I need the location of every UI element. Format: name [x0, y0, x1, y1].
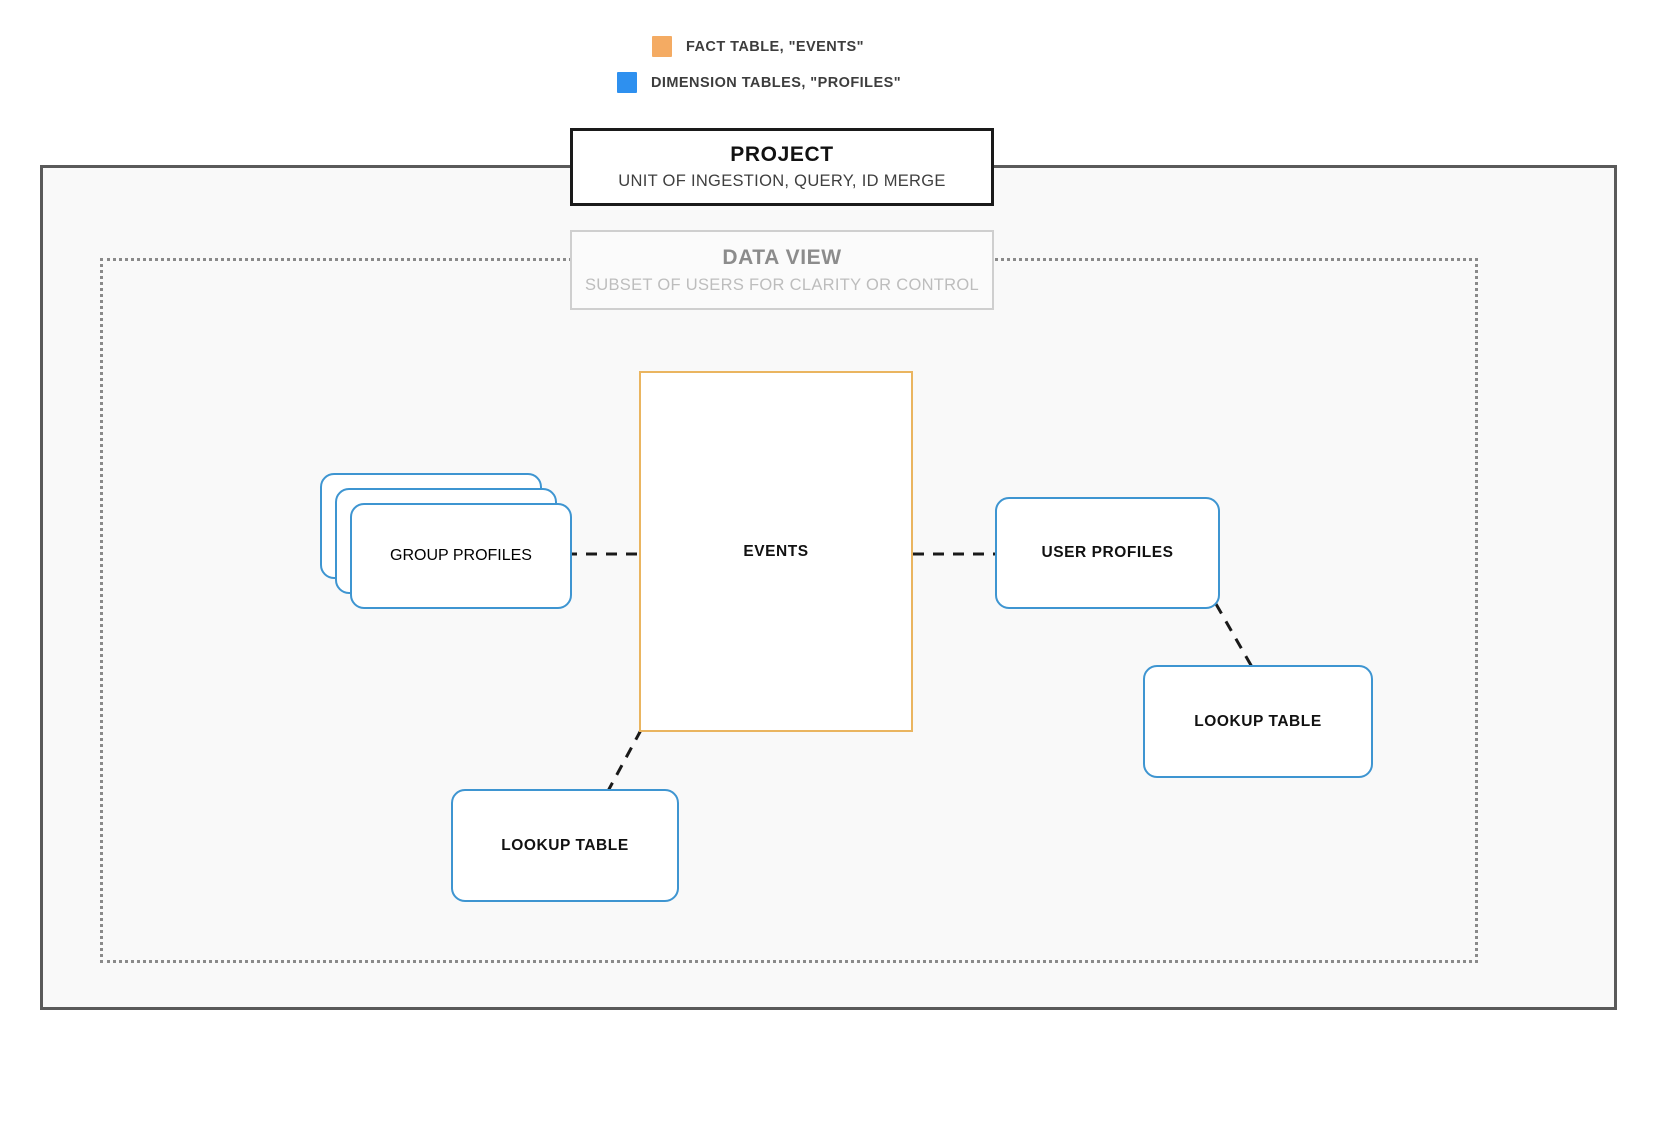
node-lookup-table-right-label: LOOKUP TABLE	[1194, 712, 1322, 730]
legend-item-label: DIMENSION TABLES, "PROFILES"	[651, 74, 902, 91]
stack-card-front: GROUP PROFILES	[350, 503, 572, 609]
node-events[interactable]: EVENTS	[639, 371, 913, 732]
node-lookup-table-right[interactable]: LOOKUP TABLE	[1143, 665, 1373, 778]
data-view-label-box: DATA VIEW SUBSET OF USERS FOR CLARITY OR…	[570, 230, 994, 310]
legend-item-fact-table: FACT TABLE, "EVENTS"	[652, 36, 864, 57]
node-events-label: EVENTS	[743, 542, 809, 560]
legend-item-label: FACT TABLE, "EVENTS"	[686, 38, 864, 55]
project-title: PROJECT	[730, 143, 834, 166]
node-user-profiles[interactable]: USER PROFILES	[995, 497, 1220, 609]
project-label-box: PROJECT UNIT OF INGESTION, QUERY, ID MER…	[570, 128, 994, 206]
node-lookup-table-left-label: LOOKUP TABLE	[501, 836, 629, 854]
square-swatch-icon	[617, 72, 637, 93]
square-swatch-icon	[652, 36, 672, 57]
project-subtitle: UNIT OF INGESTION, QUERY, ID MERGE	[618, 172, 946, 190]
node-user-profiles-label: USER PROFILES	[1041, 544, 1174, 561]
node-group-profiles-label: GROUP PROFILES	[390, 547, 532, 564]
node-group-profiles[interactable]: GROUP PROFILES	[320, 473, 572, 609]
data-view-title: DATA VIEW	[722, 245, 842, 269]
legend-item-dimension-tables: DIMENSION TABLES, "PROFILES"	[617, 72, 901, 93]
data-view-subtitle: SUBSET OF USERS FOR CLARITY OR CONTROL	[584, 275, 980, 294]
node-lookup-table-left[interactable]: LOOKUP TABLE	[451, 789, 679, 902]
